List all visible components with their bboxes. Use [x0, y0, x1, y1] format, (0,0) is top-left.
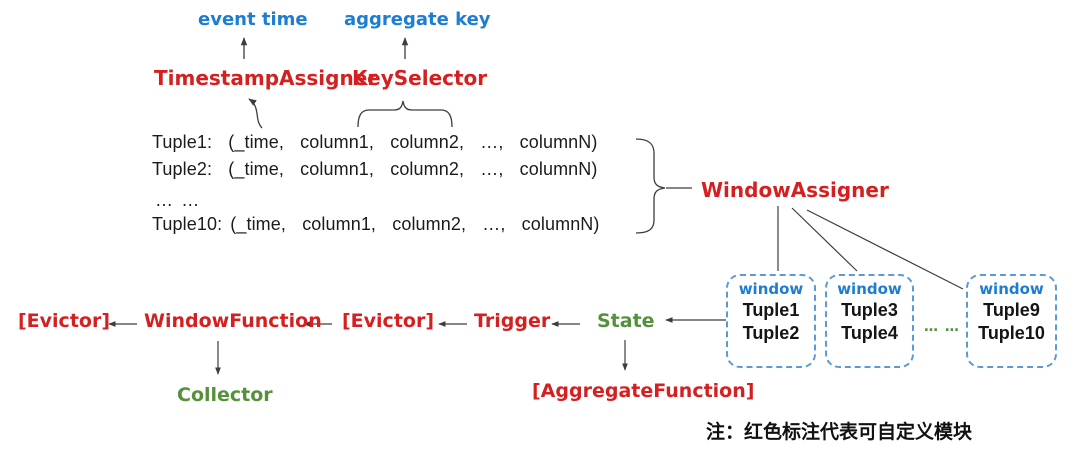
window-box-1-tuple-1: Tuple1	[742, 300, 800, 320]
state-label: State	[597, 310, 655, 332]
timestamp-assigner-label: TimestampAssigner	[154, 66, 378, 90]
key-selector-label: KeySelector	[352, 66, 488, 90]
aggregate-function-label: [AggregateFunction]	[532, 380, 755, 402]
tuple-row-2: Tuple2: (_time, column1, column2, …, col…	[152, 159, 598, 179]
tuple-row-1: Tuple1: (_time, column1, column2, …, col…	[152, 132, 598, 152]
window-box-3: window Tuple9 Tuple10	[966, 274, 1057, 368]
trigger-label: Trigger	[474, 310, 551, 332]
window-box-2-tuple-2: Tuple4	[841, 323, 898, 343]
window-box-2-title: window	[837, 280, 902, 298]
timestamp-assigner-curve-arrow	[248, 98, 263, 129]
window-box-3-title: window	[979, 280, 1044, 298]
window-assigner-label: WindowAssigner	[701, 178, 889, 202]
aggregate-key-label: aggregate key	[344, 9, 491, 30]
event-time-label: event time	[198, 9, 308, 30]
window-box-1: window Tuple1 Tuple2	[726, 274, 816, 368]
tuples-brace	[635, 138, 666, 234]
window-box-3-tuple-2: Tuple10	[978, 323, 1045, 343]
window-box-3-tuple-1: Tuple9	[983, 300, 1040, 320]
window-box-1-title: window	[738, 280, 804, 298]
window-assigner-line-2	[791, 207, 858, 272]
tuple-row-ellipsis: … …	[155, 190, 200, 210]
evictor-left-label: [Evictor]	[18, 310, 111, 332]
window-assigner-line-3	[806, 209, 964, 290]
window-box-2-tuple-1: Tuple3	[841, 300, 898, 320]
window-box-1-tuple-2: Tuple2	[742, 323, 800, 343]
evictor-mid-label: [Evictor]	[342, 310, 435, 332]
window-function-label: WindowFunction	[144, 310, 322, 332]
note-text: 注：红色标注代表可自定义模块	[706, 422, 973, 443]
tuple-row-10: Tuple10: (_time, column1, column2, …, co…	[152, 214, 600, 234]
key-selector-brace	[357, 100, 453, 128]
window-box-2: window Tuple3 Tuple4	[825, 274, 914, 368]
collector-label: Collector	[177, 384, 273, 406]
windows-ellipsis: … …	[924, 319, 960, 335]
